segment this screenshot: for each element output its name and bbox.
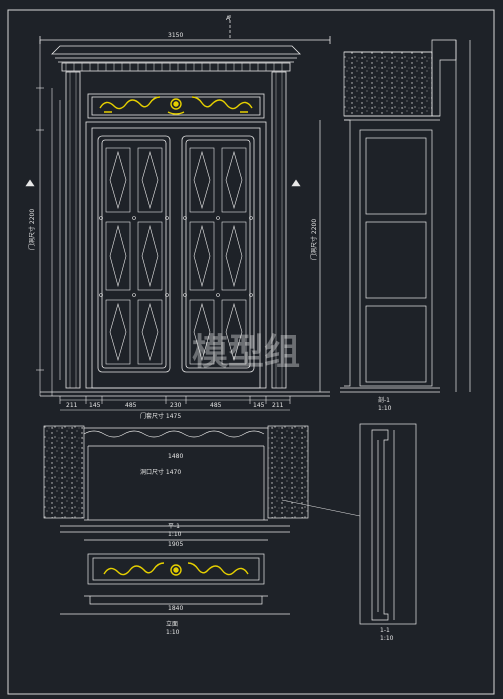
bottom-elev-label: 立面 (166, 620, 178, 628)
side-height-dim: 门洞尺寸 2200 (310, 219, 318, 260)
bottom-elev-scale: 1:10 (166, 629, 180, 636)
side-section (319, 39, 471, 393)
plan-label: 平-1 (168, 523, 180, 530)
plan-dim-bottom: 1905 (168, 541, 183, 548)
detail-section (359, 423, 417, 625)
watermark: 模型组 (192, 332, 300, 373)
ornament-bottom (103, 562, 249, 576)
ornament-top (99, 96, 253, 115)
dim-bottom-5: 485 (210, 402, 222, 409)
bottom-ornament-elevation (60, 553, 290, 615)
elevation-marker: A (226, 15, 231, 22)
front-elevation (39, 15, 331, 397)
dim-bottom-7: 211 (272, 402, 284, 409)
plan-dim-opening: 洞口尺寸 1470 (140, 468, 181, 476)
detail-scale: 1:10 (380, 635, 394, 642)
dentil-row (65, 63, 283, 71)
side-section-label: 剖-1 (378, 396, 390, 404)
dim-bottom-2: 145 (89, 402, 101, 409)
plan-dim-top: 门套尺寸 1475 (140, 412, 181, 420)
left-dimensions (25, 40, 301, 396)
plan-scale: 1:10 (168, 531, 182, 538)
detail-label: 1-1 (380, 627, 390, 634)
dim-bottom-6: 145 (253, 402, 265, 409)
side-section-scale: 1:10 (378, 405, 392, 412)
plan-view (43, 425, 361, 541)
dim-bottom-4: 230 (170, 402, 182, 409)
header-bottom-dim: 1840 (168, 605, 183, 612)
dim-bottom-3: 485 (125, 402, 137, 409)
door-panels (99, 147, 253, 365)
bottom-dimensions (59, 396, 291, 411)
top-dimension: 3150 (168, 32, 183, 39)
plan-dim-mid: 1480 (168, 453, 183, 460)
left-height-dim: 门洞尺寸 2200 (28, 209, 36, 250)
dim-bottom-1: 211 (66, 402, 78, 409)
drawing-frame (7, 9, 495, 695)
